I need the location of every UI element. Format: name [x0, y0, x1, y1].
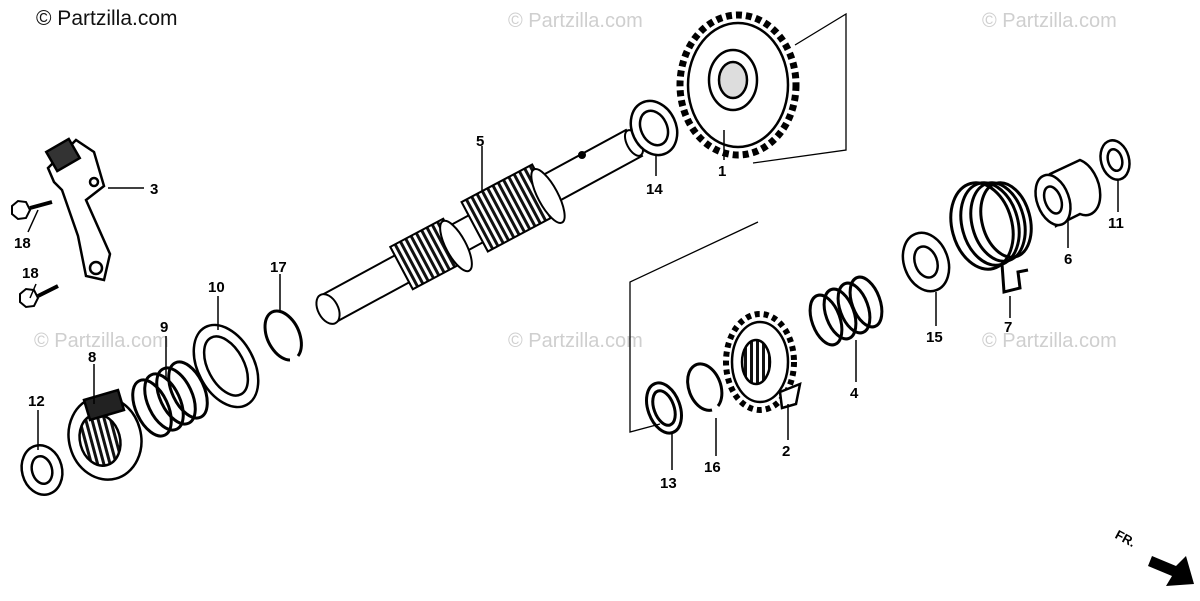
stopper-plate-part	[44, 137, 112, 282]
callout-5: 5	[476, 133, 484, 150]
callout-8: 8	[88, 349, 96, 366]
leader-lines	[27, 130, 1119, 470]
ratchet-part	[723, 311, 802, 413]
faded-watermark: © Partzilla.com	[34, 330, 169, 352]
callout-4: 4	[850, 385, 859, 402]
callout-14: 14	[646, 181, 663, 198]
assembly-reference-lines	[629, 12, 847, 433]
callout-numbers: 3 18 18 8 12 9 10 17 5 14 1 11 6 7 15 4 …	[14, 133, 1124, 492]
callout-16: 16	[704, 459, 721, 476]
washer-part	[192, 323, 260, 409]
callout-9: 9	[160, 319, 168, 336]
callout-17: 17	[270, 259, 287, 276]
faded-watermark: © Partzilla.com	[982, 330, 1117, 352]
circlip-part	[263, 309, 303, 362]
callout-18: 18	[14, 235, 31, 252]
callout-3: 3	[150, 181, 158, 198]
spring-part	[808, 275, 884, 347]
callout-7: 7	[1004, 319, 1012, 336]
washer-part	[20, 444, 64, 496]
callout-13: 13	[660, 475, 677, 492]
circlip-part	[645, 381, 683, 435]
spindle-part	[315, 128, 645, 325]
callout-10: 10	[208, 279, 225, 296]
bolt-part	[11, 199, 59, 309]
callout-12: 12	[28, 393, 45, 410]
callout-2: 2	[782, 443, 790, 460]
collar-part	[1034, 158, 1102, 228]
washer-part	[629, 99, 679, 157]
callout-1: 1	[718, 163, 726, 180]
spring-part	[131, 360, 209, 438]
washer-part	[1099, 139, 1131, 181]
callout-6: 6	[1064, 251, 1072, 268]
callout-11: 11	[1108, 215, 1124, 232]
circlip-part	[686, 362, 724, 412]
gear-part	[676, 11, 800, 159]
brand-watermark: © Partzilla.com	[36, 7, 178, 30]
faded-watermark: © Partzilla.com	[508, 10, 643, 32]
callout-15: 15	[926, 329, 943, 346]
coil-spring-part	[949, 181, 1033, 294]
ratchet-part	[67, 388, 143, 481]
front-direction-arrow: FR.	[1113, 527, 1194, 586]
faded-watermark: © Partzilla.com	[982, 10, 1117, 32]
washer-part	[901, 231, 951, 293]
front-direction-label: FR.	[1113, 527, 1139, 550]
callout-18: 18	[22, 265, 39, 282]
faded-watermark: © Partzilla.com	[508, 330, 643, 352]
